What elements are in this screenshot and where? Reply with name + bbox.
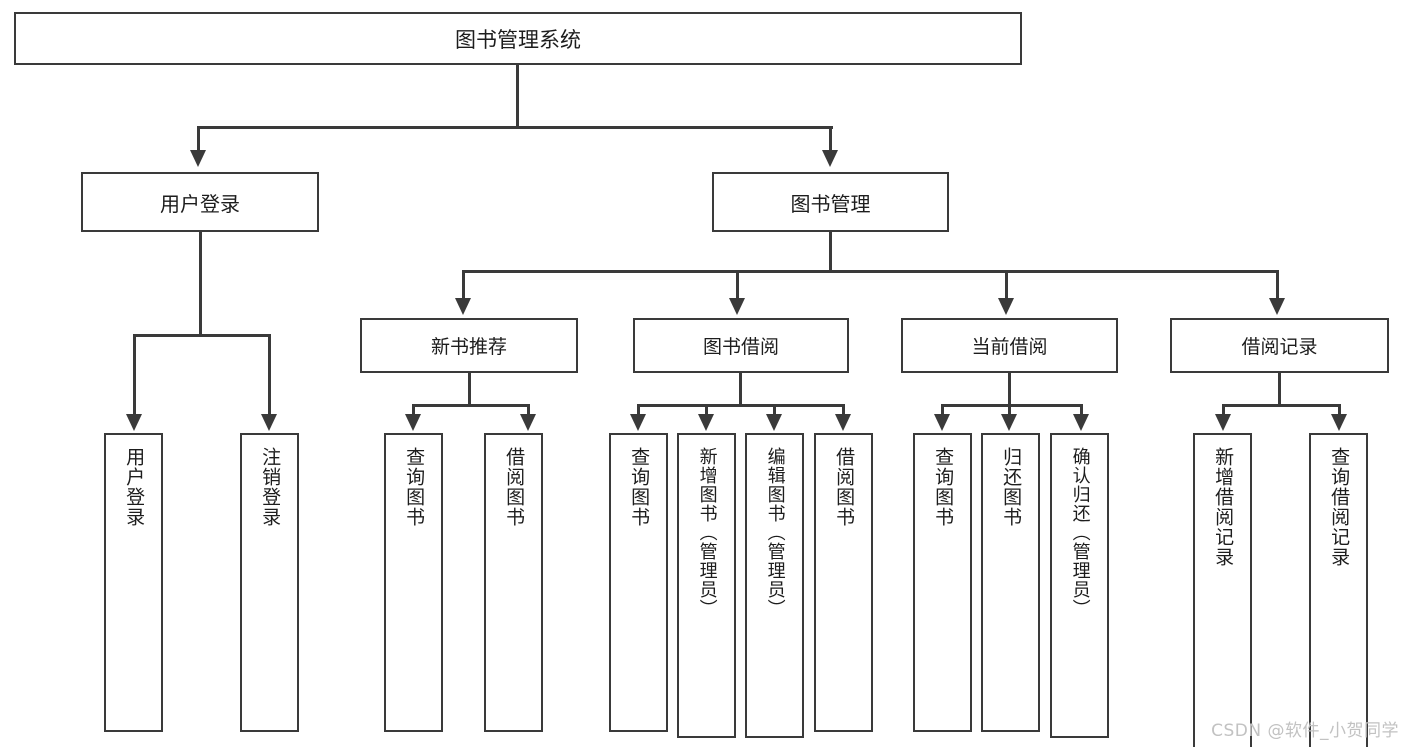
node-label: 借阅记录 xyxy=(1241,336,1318,358)
connector-root-bus xyxy=(197,126,833,129)
arrow-current-leaf1 xyxy=(934,414,950,431)
connector-borrow-leaf3 xyxy=(773,404,776,416)
arrow-login-leaf2 xyxy=(261,414,277,431)
leaf-label: 查询图书 xyxy=(403,447,426,527)
connector-bookmgmt-c2 xyxy=(736,270,739,300)
connector-current-leaf2 xyxy=(1008,404,1011,416)
arrow-recommend-leaf1 xyxy=(405,414,421,431)
node-borrow-record[interactable]: 借阅记录 xyxy=(1170,318,1389,373)
connector-borrow-leaf1 xyxy=(637,404,640,416)
leaf-label: 新增借阅记录 xyxy=(1212,447,1235,567)
arrow-borrow-leaf4 xyxy=(835,414,851,431)
connector-login-leaf1 xyxy=(133,334,136,416)
arrow-current-leaf2 xyxy=(1001,414,1017,431)
arrow-bookmgmt-c4 xyxy=(1269,298,1285,315)
connector-recommend-leaf1 xyxy=(412,404,415,416)
node-new-book-recommend[interactable]: 新书推荐 xyxy=(360,318,578,373)
node-user-login[interactable]: 用户登录 xyxy=(81,172,319,232)
connector-recommend-bus xyxy=(412,404,530,407)
connector-borrow-leaf4 xyxy=(842,404,845,416)
connector-record-bus xyxy=(1222,404,1341,407)
node-current-borrow[interactable]: 当前借阅 xyxy=(901,318,1118,373)
connector-current-bus xyxy=(941,404,1083,407)
arrow-bookmgmt-c1 xyxy=(455,298,471,315)
connector-borrow-bus xyxy=(637,404,845,407)
leaf-record-query-record[interactable]: 查询借阅记录 xyxy=(1309,433,1368,747)
arrow-borrow-leaf2 xyxy=(698,414,714,431)
connector-bookmgmt-c4 xyxy=(1276,270,1279,300)
connector-login-leaf2 xyxy=(268,334,271,416)
arrow-record-leaf2 xyxy=(1331,414,1347,431)
leaf-borrow-edit-book-admin[interactable]: 编辑图书（管理员） xyxy=(745,433,804,738)
arrow-borrow-leaf3 xyxy=(766,414,782,431)
connector-record-stem xyxy=(1278,373,1281,406)
leaf-label: 新增图书（管理员） xyxy=(696,447,718,618)
node-label: 当前借阅 xyxy=(971,336,1048,358)
node-label: 图书管理 xyxy=(790,191,871,216)
connector-current-leaf1 xyxy=(941,404,944,416)
leaf-label: 用户登录 xyxy=(123,447,146,527)
connector-bookmgmt-bus xyxy=(462,270,1279,273)
leaf-label: 确认归还（管理员） xyxy=(1069,447,1091,618)
leaf-logout[interactable]: 注销登录 xyxy=(240,433,299,732)
node-label: 图书管理系统 xyxy=(455,27,581,52)
connector-recommend-stem xyxy=(468,373,471,406)
leaf-label: 查询图书 xyxy=(932,447,955,527)
arrow-root-to-login xyxy=(190,150,206,167)
connector-bookmgmt-c1 xyxy=(462,270,465,300)
leaf-recommend-query-book[interactable]: 查询图书 xyxy=(384,433,443,732)
leaf-label: 查询图书 xyxy=(628,447,651,527)
connector-root-stem xyxy=(516,65,519,128)
connector-bookmgmt-c3 xyxy=(1005,270,1008,300)
arrow-bookmgmt-c2 xyxy=(729,298,745,315)
leaf-borrow-borrow-book[interactable]: 借阅图书 xyxy=(814,433,873,732)
connector-bookmgmt-stem xyxy=(829,232,832,272)
csdn-watermark: CSDN @软件_小贺同学 xyxy=(1211,721,1399,741)
connector-record-leaf1 xyxy=(1222,404,1225,416)
connector-root-to-bookmgmt xyxy=(829,126,832,152)
connector-current-leaf3 xyxy=(1080,404,1083,416)
connector-recommend-leaf2 xyxy=(527,404,530,416)
leaf-label: 查询借阅记录 xyxy=(1328,447,1351,567)
arrow-current-leaf3 xyxy=(1073,414,1089,431)
leaf-borrow-add-book-admin[interactable]: 新增图书（管理员） xyxy=(677,433,736,738)
leaf-user-login[interactable]: 用户登录 xyxy=(104,433,163,732)
arrow-bookmgmt-c3 xyxy=(998,298,1014,315)
node-book-borrow[interactable]: 图书借阅 xyxy=(633,318,849,373)
leaf-current-confirm-return-admin[interactable]: 确认归还（管理员） xyxy=(1050,433,1109,738)
leaf-label: 注销登录 xyxy=(259,447,282,527)
connector-borrow-stem xyxy=(739,373,742,406)
node-label: 新书推荐 xyxy=(430,336,507,358)
leaf-label: 借阅图书 xyxy=(833,447,856,527)
arrow-login-leaf1 xyxy=(126,414,142,431)
connector-root-to-login xyxy=(197,126,200,152)
arrow-recommend-leaf2 xyxy=(520,414,536,431)
leaf-borrow-query-book[interactable]: 查询图书 xyxy=(609,433,668,732)
connector-login-stem xyxy=(199,232,202,336)
node-book-management[interactable]: 图书管理 xyxy=(712,172,949,232)
node-label: 用户登录 xyxy=(160,191,240,216)
node-label: 图书借阅 xyxy=(702,336,779,358)
leaf-label: 归还图书 xyxy=(1000,447,1023,527)
leaf-record-add-record[interactable]: 新增借阅记录 xyxy=(1193,433,1252,747)
arrow-borrow-leaf1 xyxy=(630,414,646,431)
leaf-label: 借阅图书 xyxy=(503,447,526,527)
connector-borrow-leaf2 xyxy=(705,404,708,416)
connector-current-stem xyxy=(1008,373,1011,406)
connector-login-bus xyxy=(133,334,270,337)
leaf-current-return-book[interactable]: 归还图书 xyxy=(981,433,1040,732)
node-root-system[interactable]: 图书管理系统 xyxy=(14,12,1022,65)
connector-record-leaf2 xyxy=(1338,404,1341,416)
leaf-label: 编辑图书（管理员） xyxy=(764,447,786,618)
leaf-current-query-book[interactable]: 查询图书 xyxy=(913,433,972,732)
leaf-recommend-borrow-book[interactable]: 借阅图书 xyxy=(484,433,543,732)
arrow-root-to-bookmgmt xyxy=(822,150,838,167)
arrow-record-leaf1 xyxy=(1215,414,1231,431)
